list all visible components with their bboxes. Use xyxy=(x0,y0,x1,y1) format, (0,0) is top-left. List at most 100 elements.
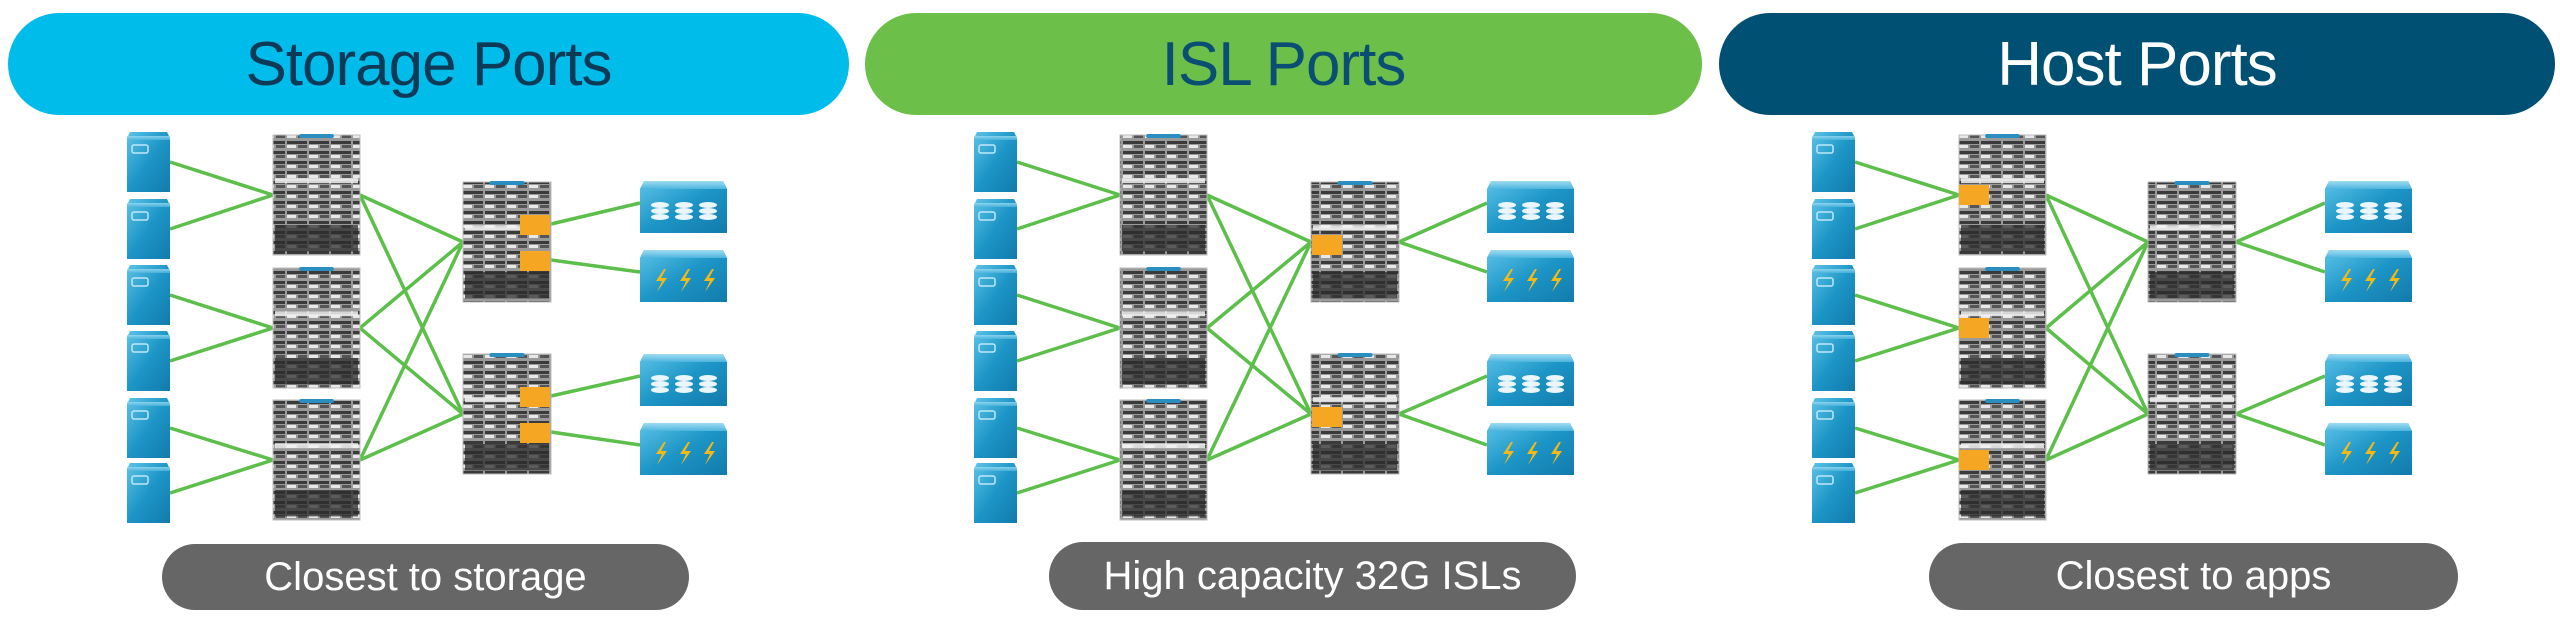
server-icon xyxy=(974,398,1017,458)
link-edge-core xyxy=(1205,326,1313,416)
isl-caption-text: High capacity 32G ISLs xyxy=(1103,553,1522,598)
link-edge-core xyxy=(359,193,464,244)
server-icon xyxy=(127,265,170,325)
link-edge-core xyxy=(358,326,465,416)
link-server-edge xyxy=(1854,326,1960,363)
link-server-edge xyxy=(1854,458,1960,495)
link-edge-core xyxy=(2045,193,2149,244)
disk-array-icon xyxy=(640,181,727,233)
isl-ports-header: ISL Ports xyxy=(865,13,1702,115)
server-icon xyxy=(974,265,1017,325)
link-server-edge xyxy=(1016,458,1121,495)
flash-array-icon xyxy=(2325,423,2412,475)
link-core-array xyxy=(550,201,641,226)
storage-ports-header: Storage Ports xyxy=(8,13,849,115)
link-core-array xyxy=(2235,240,2326,274)
server-icon xyxy=(1812,331,1855,391)
server-icon xyxy=(974,199,1017,259)
link-core-array xyxy=(1398,374,1488,416)
link-core-array xyxy=(1398,412,1488,447)
link-edge-core xyxy=(1205,240,1313,330)
link-edge-core xyxy=(2044,241,2150,461)
link-core-array xyxy=(1398,240,1488,274)
highlighted-port xyxy=(520,423,550,443)
server-icon xyxy=(974,463,1017,523)
server-icon xyxy=(127,398,170,458)
director-switch-icon xyxy=(1119,134,1208,256)
link-server-edge xyxy=(169,293,274,330)
link-server-edge xyxy=(169,326,274,363)
highlighted-port xyxy=(520,251,550,271)
link-core-array xyxy=(2235,412,2326,447)
host-ports-title: Host Ports xyxy=(1997,29,2277,99)
disk-array-icon xyxy=(2325,181,2412,233)
server-icon xyxy=(1812,463,1855,523)
disk-array-icon xyxy=(1487,181,1574,233)
link-server-edge xyxy=(169,160,274,197)
link-edge-core xyxy=(358,241,465,461)
flash-array-icon xyxy=(1487,250,1574,302)
link-edge-core xyxy=(358,240,465,330)
highlighted-port xyxy=(1959,185,1989,205)
disk-array-icon xyxy=(640,354,727,406)
link-server-edge xyxy=(1016,193,1121,231)
host-ports-header: Host Ports xyxy=(1719,13,2555,115)
flash-array-icon xyxy=(640,250,727,302)
director-switch-icon xyxy=(462,353,552,475)
link-edge-core xyxy=(2044,194,2150,415)
link-server-edge xyxy=(169,193,274,231)
link-server-edge xyxy=(1016,326,1121,363)
link-core-array xyxy=(2235,374,2326,416)
server-icon xyxy=(127,463,170,523)
link-server-edge xyxy=(1854,426,1960,462)
director-switch-icon xyxy=(2147,353,2237,475)
highlighted-port xyxy=(1959,450,1989,470)
host-caption: Closest to apps xyxy=(1929,543,2458,610)
link-edge-core xyxy=(358,194,465,415)
link-edge-core xyxy=(1205,241,1313,461)
flash-array-icon xyxy=(2325,250,2412,302)
isl-ports-title: ISL Ports xyxy=(1161,29,1407,99)
server-icon xyxy=(1812,398,1855,458)
server-icon xyxy=(127,132,170,192)
director-switch-icon xyxy=(272,399,361,521)
link-server-edge xyxy=(1854,293,1960,330)
storage-caption: Closest to storage xyxy=(162,544,689,610)
disk-array-icon xyxy=(2325,354,2412,406)
link-core-array xyxy=(550,430,641,447)
server-icon xyxy=(1812,132,1855,192)
server-icon xyxy=(974,331,1017,391)
highlighted-port xyxy=(1312,407,1342,427)
highlighted-port xyxy=(1312,235,1342,255)
link-server-edge xyxy=(169,426,274,462)
link-server-edge xyxy=(1016,426,1121,462)
flash-array-icon xyxy=(1487,423,1574,475)
server-icon xyxy=(127,199,170,259)
storage-caption-text: Closest to storage xyxy=(264,554,587,599)
director-switch-icon xyxy=(462,181,552,303)
link-edge-core xyxy=(359,412,464,462)
director-switch-icon xyxy=(272,267,361,389)
link-edge-core xyxy=(1206,412,1312,462)
director-switch-icon xyxy=(1119,399,1208,521)
link-core-array xyxy=(550,374,641,398)
link-edge-core xyxy=(1206,193,1312,244)
link-edge-core xyxy=(2045,412,2149,462)
link-server-edge xyxy=(1016,160,1121,197)
host-caption-text: Closest to apps xyxy=(2055,554,2332,598)
link-server-edge xyxy=(169,458,274,495)
link-server-edge xyxy=(1016,293,1121,330)
director-switch-icon xyxy=(1119,267,1208,389)
director-switch-icon xyxy=(1958,134,2047,256)
link-core-array xyxy=(2235,201,2326,244)
director-switch-icon xyxy=(2147,181,2237,303)
link-core-array xyxy=(1398,201,1488,244)
highlighted-port xyxy=(1959,318,1989,338)
link-server-edge xyxy=(1854,193,1960,231)
director-switch-icon xyxy=(272,134,361,256)
highlighted-port xyxy=(520,387,550,407)
storage-ports-title: Storage Ports xyxy=(245,29,612,99)
link-edge-core xyxy=(2044,326,2150,416)
link-core-array xyxy=(550,258,641,274)
